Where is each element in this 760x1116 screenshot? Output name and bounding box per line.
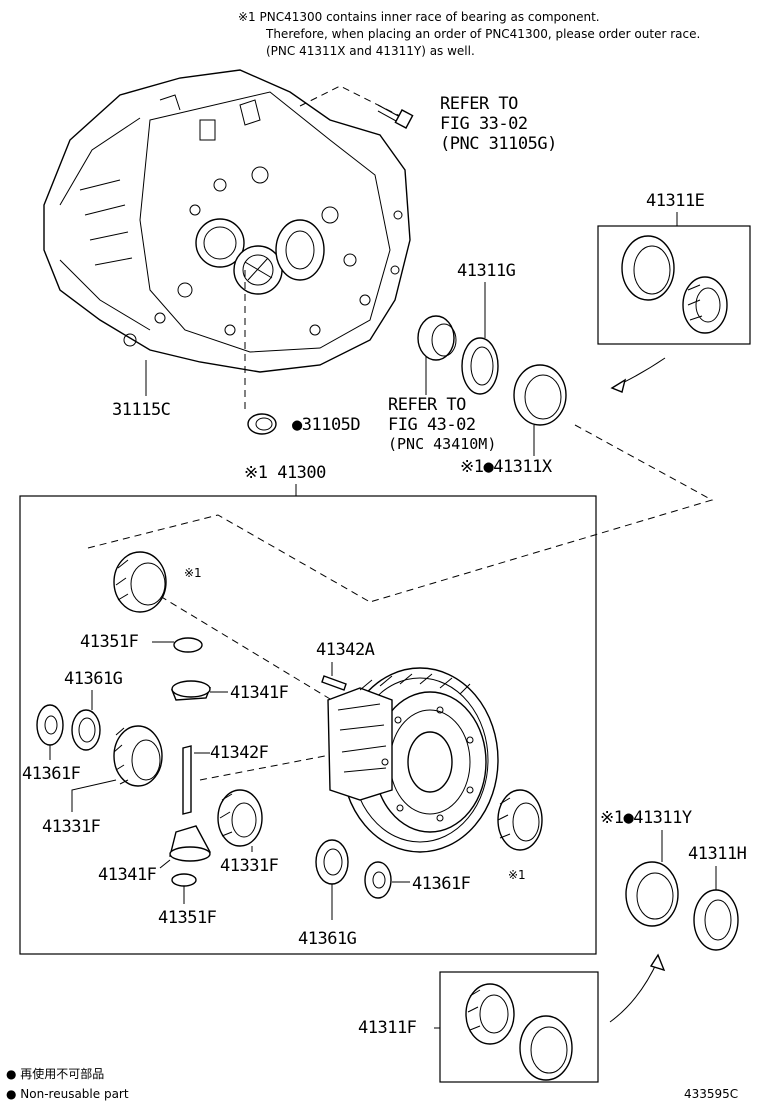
- pinion-gear-lower: [169, 825, 211, 862]
- pin-41342A: [321, 675, 347, 691]
- leader-race-to-diff: [369, 424, 714, 603]
- oil-seal-illustration: [417, 315, 457, 361]
- label-41341F-lower: 41341F: [98, 865, 157, 885]
- note-line-1: ※1 PNC41300 contains inner race of beari…: [238, 10, 600, 24]
- label-41342F: 41342F: [210, 743, 269, 763]
- side-gear-left: [113, 725, 163, 787]
- mark-1-lower: ※1: [508, 868, 526, 882]
- legend-jp: ● 再使用不可部品: [6, 1066, 104, 1081]
- washer-41361F-right: [364, 861, 392, 899]
- side-gear-right: [217, 789, 263, 847]
- label-31115C: 31115C: [112, 400, 170, 420]
- arrow-head-41311F: [649, 953, 666, 972]
- label-41311G: 41311G: [457, 261, 516, 281]
- ref-mid-line-1: REFER TO: [388, 395, 466, 415]
- label-41361G-upper: 41361G: [64, 669, 123, 689]
- label-31105D: ●31105D: [292, 415, 360, 435]
- bolt-illustration: [377, 104, 414, 129]
- label-41351F-upper: 41351F: [80, 632, 139, 652]
- label-41351F-lower: 41351F: [158, 908, 217, 928]
- label-41311Y: ※1●41311Y: [600, 808, 692, 828]
- note-line-2: Therefore, when placing an order of PNC4…: [265, 27, 700, 41]
- label-41311H: 41311H: [688, 844, 747, 864]
- shim-41311H: [693, 889, 739, 951]
- ref-top-line-2: FIG 33-02: [440, 114, 528, 134]
- thrust-washer-41361G-upper: [71, 709, 101, 751]
- bearing-cone-41311E: [682, 276, 728, 334]
- washer-41361F-left: [36, 704, 64, 746]
- label-41311X: ※1●41311X: [460, 457, 553, 477]
- leader-41341F-lower: [159, 859, 171, 869]
- label-41300: ※1 41300: [244, 463, 326, 483]
- arrow-head-41311E: [610, 378, 627, 393]
- mark-1-upper: ※1: [184, 566, 202, 580]
- transaxle-case-illustration: [43, 69, 411, 373]
- label-41311E: 41311E: [646, 191, 705, 211]
- washer-41351F-lower: [171, 873, 197, 887]
- ref-top-line-3: (PNC 31105G): [440, 134, 557, 154]
- pinion-shaft-41342F: [182, 745, 192, 815]
- label-41331F-left: 41331F: [42, 817, 101, 837]
- outer-race-41311X: [513, 364, 567, 426]
- bearing-race-41311F: [519, 1015, 573, 1081]
- differential-case-ring-gear: [327, 667, 499, 853]
- bearing-cone-upper: [113, 551, 167, 613]
- bearing-cone-41311F: [465, 983, 515, 1045]
- arrow-41311F: [609, 959, 659, 1023]
- ref-mid-line-2: FIG 43-02: [388, 415, 476, 435]
- shim-41311G: [461, 337, 499, 395]
- ref-top-line-1: REFER TO: [440, 94, 518, 114]
- outer-race-41311Y: [625, 861, 679, 927]
- figure-id: 433595C: [684, 1087, 738, 1101]
- dash-shaft-to-case: [199, 754, 331, 781]
- label-41361F-right: 41361F: [412, 874, 471, 894]
- assembly-box-41300: [19, 495, 597, 955]
- washer-41351F-upper: [173, 637, 203, 653]
- oil-seal-31105D: [247, 413, 277, 435]
- note-line-3: (PNC 41311X and 41311Y) as well.: [266, 44, 475, 58]
- kit-box-41311F: [439, 971, 599, 1083]
- label-41341F-upper: 41341F: [230, 683, 289, 703]
- thrust-washer-41361G-lower: [315, 839, 349, 885]
- label-41361F-left: 41361F: [22, 764, 81, 784]
- dash-bearing-outline: [87, 514, 371, 603]
- dash-bearing-to-case: [149, 589, 341, 706]
- legend-en: ● Non-reusable part: [6, 1087, 129, 1101]
- bearing-race-41311E: [621, 235, 675, 301]
- pinion-gear-upper: [170, 680, 212, 701]
- ref-mid-line-3: (PNC 43410M): [388, 435, 496, 453]
- label-41331F-right: 41331F: [220, 856, 279, 876]
- label-41361G-lower: 41361G: [298, 929, 357, 949]
- label-41311F: 41311F: [358, 1018, 417, 1038]
- bearing-cone-lower: [497, 789, 543, 851]
- leader-41331F-left: [71, 779, 117, 812]
- label-41342A: 41342A: [316, 640, 375, 660]
- kit-box-41311E: [597, 225, 751, 345]
